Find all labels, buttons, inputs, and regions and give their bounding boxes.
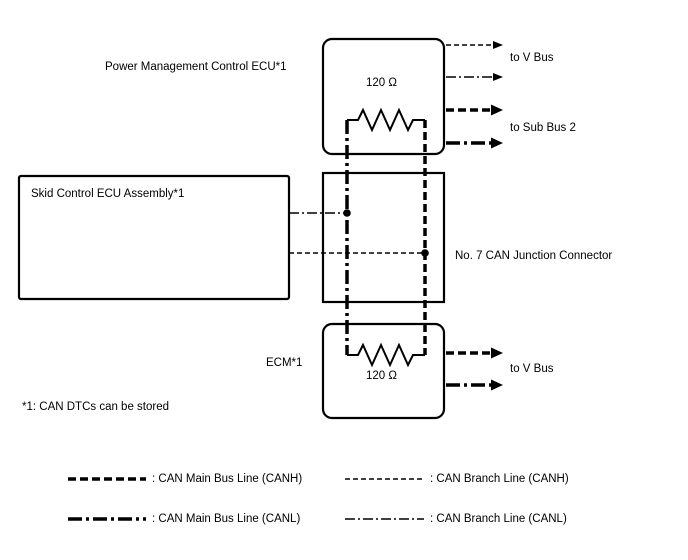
top-resistor-icon: [347, 107, 425, 133]
arrow-right-icon: [491, 379, 503, 391]
skid-control-ecu-label: Skid Control ECU Assembly*1: [31, 188, 185, 200]
to-v-bus-bottom-label: to V Bus: [510, 363, 554, 375]
to-sub-bus-2-label: to Sub Bus 2: [510, 122, 576, 134]
ecm-box: [321, 322, 446, 420]
junction-connector-box: [321, 171, 446, 304]
ecm-label: ECM*1: [266, 357, 303, 369]
legend-main-canh-label: : CAN Main Bus Line (CANH): [152, 473, 303, 485]
skid-control-ecu-box: [17, 174, 291, 301]
bottom-resistor-icon: [347, 342, 425, 368]
power-management-ecu-label: Power Management Control ECU*1: [105, 61, 287, 73]
bottom-resistor-value: 120 Ω: [366, 370, 397, 382]
footnote: *1: CAN DTCs can be stored: [22, 401, 170, 413]
arrow-right-icon: [493, 73, 503, 81]
legend-branch-canh-label: : CAN Branch Line (CANH): [430, 473, 569, 485]
arrow-right-icon: [491, 104, 503, 116]
top-resistor-value: 120 Ω: [366, 77, 397, 89]
legend-main-canl-label: : CAN Main Bus Line (CANL): [152, 513, 301, 525]
canl-junction-dot: [343, 209, 351, 217]
arrow-right-icon: [491, 137, 503, 149]
legend-branch-canl-label: : CAN Branch Line (CANL): [430, 513, 567, 525]
to-v-bus-top-label: to V Bus: [510, 52, 554, 64]
arrow-right-icon: [493, 41, 503, 49]
arrow-right-icon: [491, 347, 503, 359]
power-management-ecu-box: [321, 37, 446, 156]
junction-connector-label: No. 7 CAN Junction Connector: [455, 250, 613, 262]
canh-junction-dot: [421, 249, 429, 257]
